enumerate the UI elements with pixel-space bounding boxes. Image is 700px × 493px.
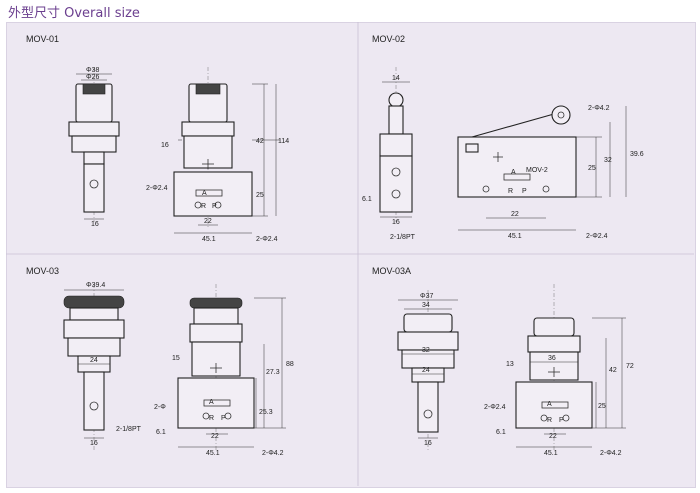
mov02-port-p: P	[522, 188, 527, 195]
mov03-dim-15: 15	[172, 355, 180, 362]
mov03-port-a: A	[209, 399, 214, 406]
mov03-front-view	[63, 284, 125, 452]
mov01-title: MOV-01	[26, 34, 59, 44]
mov02-dim-61: 6.1	[362, 196, 372, 203]
mov03-port-r: R	[209, 415, 214, 422]
mov03a-port-p: P	[559, 417, 564, 424]
mov03a-dim-2phi42: 2-Φ4.2	[600, 450, 622, 457]
mov01-dim-16b: 16	[91, 221, 99, 228]
section-mov01: MOV-01 Φ38 Φ26 16 16	[26, 34, 289, 243]
mov02-dim-14: 14	[392, 75, 400, 82]
mov02-side-view	[457, 105, 627, 231]
mov02-dim-2phi24: 2-Φ2.4	[586, 233, 608, 240]
mov01-dim-2phi24-left: 2-Φ2.4	[146, 185, 168, 192]
mov01-front-view	[68, 67, 120, 222]
mov03-dim-phi394: Φ39.4	[86, 282, 105, 289]
mov03-dim-88: 88	[286, 361, 294, 368]
mov02-dim-32: 32	[604, 157, 612, 164]
mov02-dim-25: 25	[588, 165, 596, 172]
mov02-dim-451: 45.1	[508, 233, 522, 240]
mov03a-dim-2phi24: 2-Φ2.4	[484, 404, 506, 411]
mov03-dim-2phi: 2-Φ	[154, 404, 166, 411]
mov03a-front-view	[397, 290, 459, 452]
mov03a-dim-36: 36	[548, 355, 556, 362]
mov03a-dim-34: 34	[422, 302, 430, 309]
mov02-front-view	[379, 67, 413, 222]
mov02-dim-22: 22	[511, 211, 519, 218]
mov03a-dim-24: 24	[422, 367, 430, 374]
mov02-dim-2-18pt: 2-1/8PT	[390, 234, 416, 241]
mov03-dim-2-18pt: 2-1/8PT	[116, 426, 142, 433]
mov03a-dim-72: 72	[626, 363, 634, 370]
mov03a-dim-phi37: Φ37	[420, 293, 433, 300]
section-mov02: MOV-02 14 6.1 16 2-1/8PT	[362, 34, 644, 241]
mov03-title: MOV-03	[26, 266, 59, 276]
mov01-dim-phi38: Φ38	[86, 67, 99, 74]
section-mov03a: MOV-03A Φ37 34 32 24 16	[372, 266, 634, 457]
mov01-side-view	[173, 67, 280, 234]
mov02-model-label: MOV-2	[526, 167, 548, 174]
mov03a-dim-61: 6.1	[496, 429, 506, 436]
mov03-dim-273: 27.3	[266, 369, 280, 376]
mov01-dim-22: 22	[204, 218, 212, 225]
mov03a-dim-22: 22	[549, 433, 557, 440]
mov03a-dim-13: 13	[506, 361, 514, 368]
mov03a-dim-32: 32	[422, 347, 430, 354]
mov01-port-p: P	[212, 203, 217, 210]
mov03-port-p: P	[221, 415, 226, 422]
mov03a-dim-16: 16	[424, 440, 432, 447]
mov03a-port-a: A	[547, 401, 552, 408]
mov03a-dim-451: 45.1	[544, 450, 558, 457]
mov02-dim-2phi42: 2-Φ4.2	[588, 105, 610, 112]
mov01-port-r: R	[201, 203, 206, 210]
mov02-port-a: A	[511, 169, 516, 176]
mov03-dim-61: 6.1	[156, 429, 166, 436]
mov03-dim-24: 24	[90, 357, 98, 364]
mov02-dim-16: 16	[392, 219, 400, 226]
mov03a-dim-42: 42	[609, 367, 617, 374]
mov01-dim-114: 114	[278, 138, 289, 145]
mov01-dim-42: 42	[256, 138, 264, 145]
mov03-dim-253: 25.3	[259, 409, 273, 416]
mov03-dim-16: 16	[90, 440, 98, 447]
technical-drawing: MOV-01 Φ38 Φ26 16 16	[6, 22, 694, 486]
mov03a-title: MOV-03A	[372, 266, 411, 276]
mov03a-port-r: R	[547, 417, 552, 424]
mov03-dim-22: 22	[211, 433, 219, 440]
mov01-dim-451: 45.1	[202, 236, 216, 243]
mov02-port-r: R	[508, 188, 513, 195]
section-mov03: MOV-03 Φ39.4 24 16 2-1/8PT	[26, 266, 294, 457]
mov03a-side-view	[515, 284, 626, 452]
mov03-side-view	[177, 284, 286, 452]
mov01-dim-25: 25	[256, 192, 264, 199]
mov03-dim-2phi42: 2-Φ4.2	[262, 450, 284, 457]
mov01-dim-16: 16	[161, 142, 169, 149]
mov02-title: MOV-02	[372, 34, 405, 44]
page-heading: 外型尺寸 Overall size	[8, 6, 140, 21]
mov01-dim-phi26: Φ26	[86, 74, 99, 81]
mov03a-dim-25: 25	[598, 403, 606, 410]
mov01-dim-2phi24-right: 2-Φ2.4	[256, 236, 278, 243]
mov01-port-a: A	[202, 190, 207, 197]
mov02-dim-396: 39.6	[630, 151, 644, 158]
mov03-dim-451: 45.1	[206, 450, 220, 457]
